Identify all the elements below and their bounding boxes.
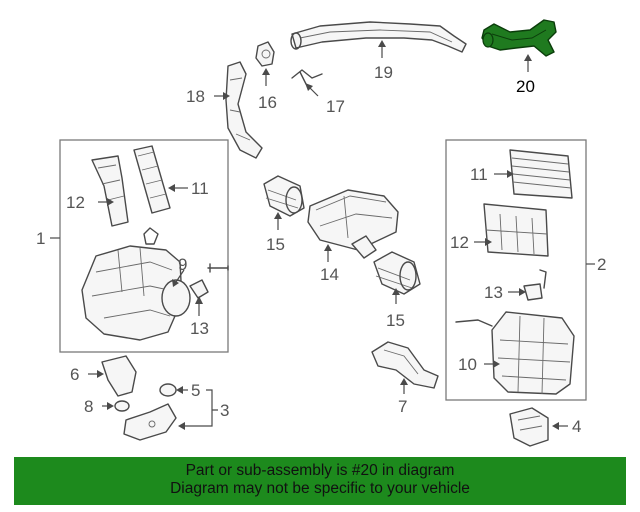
part-15-upper-hose[interactable] [263,175,305,217]
callout-8[interactable]: 8 [84,397,93,416]
arrow-14 [324,244,332,251]
callout-15-lower[interactable]: 15 [386,311,405,330]
part-6-bracket[interactable] [101,355,137,397]
callout-13-left[interactable]: 13 [190,319,209,338]
callout-11-right[interactable]: 11 [470,165,488,184]
arrow-12-right [485,238,492,246]
callout-16[interactable]: 16 [258,93,277,112]
callout-5[interactable]: 5 [191,381,200,400]
part-11-left[interactable] [133,145,171,214]
part-18-intake-hose[interactable] [225,61,263,159]
part-19-long-hose[interactable] [290,21,467,53]
callout-17[interactable]: 17 [326,97,345,116]
arrow-6 [97,370,104,378]
bracket-leader-3 [206,389,218,427]
arrow-19 [378,40,386,47]
arrow-11-right [507,170,514,178]
arrow-9 [172,279,179,287]
part-13-left-bolt[interactable] [189,263,229,299]
part-5-grommet[interactable] [159,383,177,397]
arrow-18 [223,92,230,100]
part-9-air-cleaner-case[interactable] [81,227,191,341]
arrow-4 [552,422,559,430]
callout-18[interactable]: 18 [186,87,205,106]
part-14-resonator[interactable] [307,189,399,259]
exploded-parts-diagram: 1 12 11 9 13 2 11 [36,19,606,447]
callout-15-upper[interactable]: 15 [266,235,285,254]
info-banner: Part or sub-assembly is #20 in diagram D… [14,457,626,505]
arrow-8 [107,402,114,410]
part-10-air-cleaner-case[interactable] [455,311,575,395]
callout-6[interactable]: 6 [70,365,79,384]
part-3-bracket[interactable] [123,403,177,441]
part-15-lower-hose[interactable] [373,251,421,295]
callout-10[interactable]: 10 [458,355,477,374]
left-assembly-box [59,139,229,353]
part-13-right-clip[interactable] [523,269,547,301]
callout-20[interactable]: 20 [516,77,535,96]
callout-14[interactable]: 14 [320,265,339,284]
callout-12-right[interactable]: 12 [450,233,469,252]
arrow-17 [305,83,313,91]
leader-9 [175,269,185,283]
arrow-16 [262,68,270,75]
arrow-13-right [519,288,526,296]
callout-7[interactable]: 7 [398,397,407,416]
callout-13-right[interactable]: 13 [484,283,503,302]
part-12-left[interactable] [91,155,129,227]
callout-2[interactable]: 2 [597,255,606,274]
arrow-20 [524,54,532,61]
callout-1[interactable]: 1 [36,229,45,248]
callout-11-left[interactable]: 11 [191,179,209,198]
banner-line-2: Diagram may not be specific to your vehi… [170,480,470,497]
part-17-clip[interactable] [291,69,323,85]
arrow-3 [178,422,185,430]
callout-19[interactable]: 19 [374,63,393,82]
callout-4[interactable]: 4 [572,417,581,436]
part-16-sensor[interactable] [255,41,275,67]
part-8-grommet[interactable] [114,400,130,412]
arrow-7 [400,378,408,385]
part-4-bracket[interactable] [509,407,549,447]
arrow-13-left [195,296,203,304]
callout-9[interactable]: 9 [178,255,187,274]
part-12-right[interactable] [483,203,549,257]
arrow-11-left [168,184,175,192]
callout-12-left[interactable]: 12 [66,193,85,212]
arrow-12-left [107,198,114,206]
part-11-right[interactable] [509,149,573,199]
banner-line-1: Part or sub-assembly is #20 in diagram [185,462,455,479]
arrow-15-upper [274,212,282,219]
arrow-10 [493,360,500,368]
part-20-highlighted-hose[interactable] [481,19,557,57]
right-assembly-box [445,139,587,401]
arrow-15-lower [392,288,400,295]
arrow-5 [176,386,183,394]
part-7-air-duct[interactable] [371,341,439,389]
callout-3[interactable]: 3 [220,401,229,420]
